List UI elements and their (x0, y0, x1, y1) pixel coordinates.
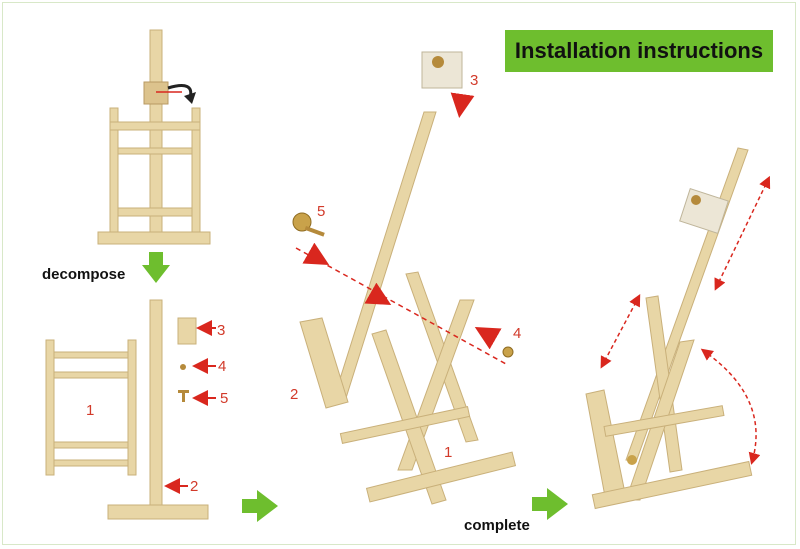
dashed-guide-line (295, 247, 507, 365)
easel-complete (585, 147, 753, 510)
green-arrow-right-icon (532, 488, 568, 520)
green-arrow-down-icon (142, 252, 170, 283)
part-number-5-left: 5 (220, 390, 229, 407)
part-number-5-mid: 5 (317, 203, 326, 220)
part-5-screw (178, 390, 189, 402)
red-arrow-icon (164, 320, 216, 494)
green-arrow-right-icon (242, 490, 278, 522)
part-number-1-left: 1 (86, 402, 95, 419)
part-number-4-left: 4 (218, 358, 227, 375)
part-number-3-mid: 3 (470, 72, 479, 89)
rotate-arrow-icon (156, 84, 196, 104)
part-number-4-mid: 4 (513, 325, 522, 342)
page-title: Installation instructions (505, 30, 773, 72)
decompose-label: decompose (42, 266, 126, 283)
part-2-mast (107, 299, 209, 520)
complete-label: complete (464, 517, 530, 534)
easel-folded (97, 29, 211, 245)
part-number-2-mid: 2 (290, 386, 299, 403)
part-1-frame (45, 339, 137, 476)
part-3-clamp (177, 317, 197, 345)
easel-exploded (292, 51, 517, 505)
red-arrow-icon (600, 175, 771, 465)
part-4-wingnut (180, 364, 186, 370)
part-number-2-left: 2 (190, 478, 199, 495)
red-arrow-icon (302, 92, 502, 350)
part-number-3-left: 3 (217, 322, 226, 339)
part-number-1-mid: 1 (444, 444, 453, 461)
